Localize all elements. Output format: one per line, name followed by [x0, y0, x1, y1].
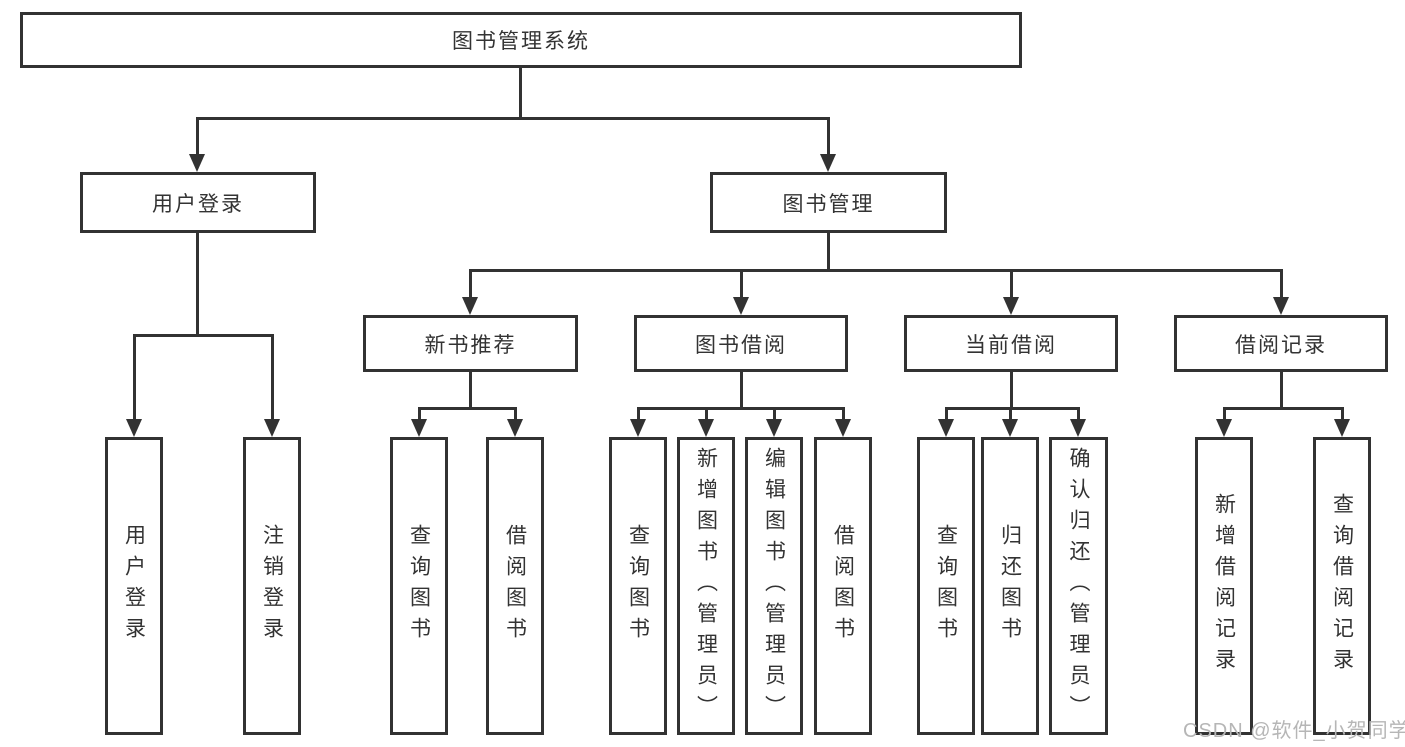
connector-branch	[1223, 407, 1344, 410]
connector-user-login-stem	[196, 233, 199, 335]
node-label: 当前借阅	[965, 333, 1057, 357]
node-label: 用户登录	[152, 192, 244, 216]
node-leaf-cb-query-books: 查询图书	[917, 437, 975, 735]
node-leaf-user-login: 用户登录	[105, 437, 163, 735]
connector-level3-branch	[469, 269, 1283, 272]
connector-drop	[514, 408, 517, 424]
node-book-borrowing: 图书借阅	[634, 315, 848, 372]
node-leaf-bb-query-books: 查询图书	[609, 437, 667, 735]
connector-branch	[418, 407, 517, 410]
node-leaf-cb-return-books: 归还图书	[981, 437, 1039, 735]
node-label: 查询图书	[934, 524, 958, 648]
connector-branch	[637, 407, 845, 410]
node-label: 确认归还（管理员）	[1067, 446, 1090, 726]
node-label: 图书管理系统	[452, 30, 590, 53]
connector-drop	[1280, 270, 1283, 302]
arrowhead-down-icon	[507, 419, 523, 437]
node-current-borrowing: 当前借阅	[904, 315, 1118, 372]
node-borrowing-records: 借阅记录	[1174, 315, 1388, 372]
connector-drop	[1010, 270, 1013, 302]
arrowhead-down-icon	[189, 154, 205, 172]
node-label: 查询图书	[407, 524, 431, 648]
arrowhead-down-icon	[630, 419, 646, 437]
node-leaf-bb-add-books-admin: 新增图书（管理员）	[677, 437, 735, 735]
arrowhead-down-icon	[1002, 419, 1018, 437]
arrowhead-down-icon	[462, 297, 478, 315]
arrowhead-down-icon	[264, 419, 280, 437]
node-label: 查询图书	[626, 524, 650, 648]
connector-branch	[945, 407, 1080, 410]
connector-drop	[740, 270, 743, 302]
connector-stem	[740, 372, 743, 409]
node-label: 图书借阅	[695, 333, 787, 357]
connector-drop	[271, 335, 274, 424]
connector-drop	[196, 118, 199, 160]
arrowhead-down-icon	[1334, 419, 1350, 437]
node-leaf-bb-borrow-books: 借阅图书	[814, 437, 872, 735]
node-leaf-logout: 注销登录	[243, 437, 301, 735]
connector-drop	[1341, 408, 1344, 424]
arrowhead-down-icon	[126, 419, 142, 437]
node-user-login: 用户登录	[80, 172, 316, 233]
connector-book-management-stem	[827, 233, 830, 270]
connector-stem	[469, 372, 472, 409]
node-new-book-recommend: 新书推荐	[363, 315, 578, 372]
node-root-library-management-system: 图书管理系统	[20, 12, 1022, 68]
connector-drop	[773, 408, 776, 424]
node-book-management: 图书管理	[710, 172, 947, 233]
node-label: 新增图书（管理员）	[694, 446, 718, 726]
node-label: 图书管理	[782, 192, 875, 216]
connector-drop	[418, 408, 421, 424]
arrowhead-down-icon	[1216, 419, 1232, 437]
arrowhead-down-icon	[733, 297, 749, 315]
node-label: 新书推荐	[424, 333, 517, 357]
node-label: 借阅图书	[503, 524, 527, 648]
connector-drop	[945, 408, 948, 424]
connector-root-stem	[519, 68, 522, 118]
node-label: 查询借阅记录	[1330, 493, 1354, 679]
connector-stem	[1280, 372, 1283, 409]
node-label: 借阅图书	[831, 524, 855, 648]
node-leaf-cb-confirm-return-admin: 确认归还（管理员）	[1049, 437, 1108, 735]
node-label: 归还图书	[998, 524, 1022, 648]
connector-drop	[133, 335, 136, 424]
node-label: 新增借阅记录	[1212, 493, 1236, 679]
node-label: 注销登录	[260, 524, 284, 648]
node-leaf-br-query-record: 查询借阅记录	[1313, 437, 1371, 735]
node-leaf-nbr-query-books: 查询图书	[390, 437, 448, 735]
arrowhead-down-icon	[1273, 297, 1289, 315]
connector-drop	[1077, 408, 1080, 424]
node-label: 编辑图书（管理员）	[762, 446, 786, 726]
connector-drop	[705, 408, 708, 424]
node-label: 借阅记录	[1235, 333, 1327, 357]
connector-level2-branch	[196, 117, 830, 120]
arrowhead-down-icon	[1070, 419, 1086, 437]
arrowhead-down-icon	[835, 419, 851, 437]
connector-stem	[1010, 372, 1013, 409]
node-label: 用户登录	[122, 524, 146, 648]
arrowhead-down-icon	[1003, 297, 1019, 315]
arrowhead-down-icon	[411, 419, 427, 437]
arrowhead-down-icon	[698, 419, 714, 437]
connector-drop	[469, 270, 472, 302]
node-leaf-bb-edit-books-admin: 编辑图书（管理员）	[745, 437, 803, 735]
node-leaf-br-add-record: 新增借阅记录	[1195, 437, 1253, 735]
connector-drop	[1009, 408, 1012, 424]
arrowhead-down-icon	[766, 419, 782, 437]
connector-user-login-branch	[133, 334, 274, 337]
csdn-watermark: CSDN @软件_小贺同学	[1183, 720, 1405, 742]
connector-drop	[1223, 408, 1226, 424]
connector-drop	[637, 408, 640, 424]
arrowhead-down-icon	[938, 419, 954, 437]
node-leaf-nbr-borrow-books: 借阅图书	[486, 437, 544, 735]
connector-drop	[842, 408, 845, 424]
arrowhead-down-icon	[820, 154, 836, 172]
connector-drop	[827, 118, 830, 160]
